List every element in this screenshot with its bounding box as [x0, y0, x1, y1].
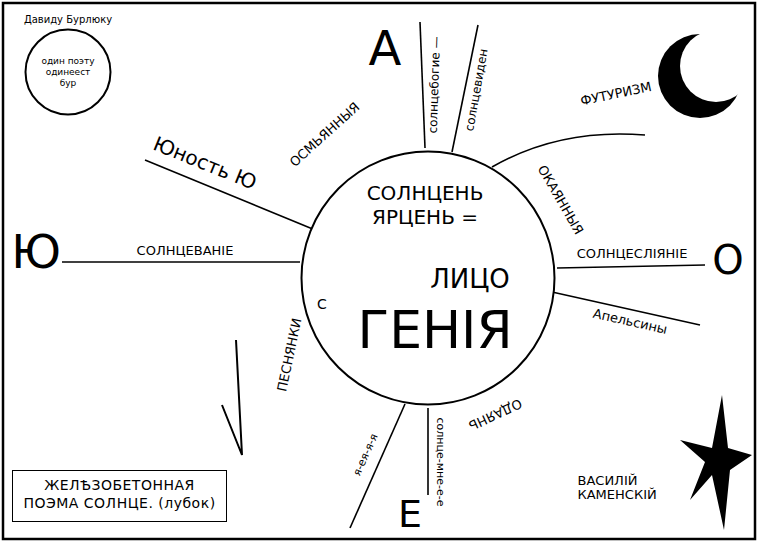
- v-stroke: [222, 340, 242, 455]
- node-text: ЛИЦО: [430, 264, 510, 295]
- poem-word: СОЛНЦЕВАНІЕ: [137, 244, 234, 258]
- poem-word: СОЛНЦЕСЛІЯНІЕ: [577, 247, 688, 261]
- sun-ray-curve: [492, 134, 645, 167]
- poem-word: солнцебогие —: [427, 36, 444, 133]
- poem-word: солнцевиден: [463, 48, 490, 132]
- node-text: ГЕНІЯ: [357, 299, 512, 361]
- page-frame: [3, 3, 755, 539]
- poem-word: солнце-мне-е-е: [434, 418, 446, 507]
- circle-outline: [26, 30, 111, 115]
- poem-word: ВАСИЛІЙ КАМЕНСКІЙ: [578, 474, 673, 503]
- sun-ray: [62, 261, 300, 263]
- sun-ray: [350, 404, 405, 528]
- dedication-circle: один поэту одинеест бур: [24, 28, 112, 116]
- node-text: один поэту одинеест бур: [36, 56, 100, 88]
- poem-word: О: [712, 238, 743, 282]
- title-box: ЖЕЛѢЗОБЕТОННАЯ ПОЭМА СОЛНЦЕ. (лубок): [12, 470, 227, 522]
- moon-shape: ФУТУРИЗМ: [580, 28, 750, 128]
- node-text: ФУТУРИЗМ: [579, 79, 653, 109]
- poem-word: А: [369, 22, 402, 75]
- poem-word: ПЕСНЯНКИ: [275, 317, 304, 393]
- sun-ray: [427, 408, 429, 495]
- poem-word: я-ея-я-я: [351, 432, 380, 478]
- sun-ray: [420, 22, 425, 148]
- node-text: ЖЕЛѢЗОБЕТОННАЯ ПОЭМА СОЛНЦЕ. (лубок): [19, 476, 220, 512]
- circle-outline: [302, 152, 555, 405]
- poem-word: Е: [398, 494, 422, 536]
- poem-word: Апельсины: [591, 307, 668, 337]
- sun-ray: [557, 265, 705, 268]
- node-text: СОЛНЦЕНЬ ЯРЦЕНЬ =: [360, 181, 490, 229]
- moon-outline: [580, 28, 750, 128]
- black-star: [680, 395, 752, 530]
- poem-word: ОДАЯНЬ: [466, 395, 524, 432]
- poem-word: ОСМЬЯННЫЯ: [287, 100, 362, 170]
- sun-circle: СОЛНЦЕНЬ ЯРЦЕНЬ = ЛИЦО ГЕНІЯ: [300, 150, 556, 406]
- poem-word: Давиду Бурлюку: [24, 14, 112, 25]
- poem-word: С: [317, 297, 327, 312]
- poem-word: Ю: [11, 227, 61, 278]
- crescent: [658, 34, 742, 118]
